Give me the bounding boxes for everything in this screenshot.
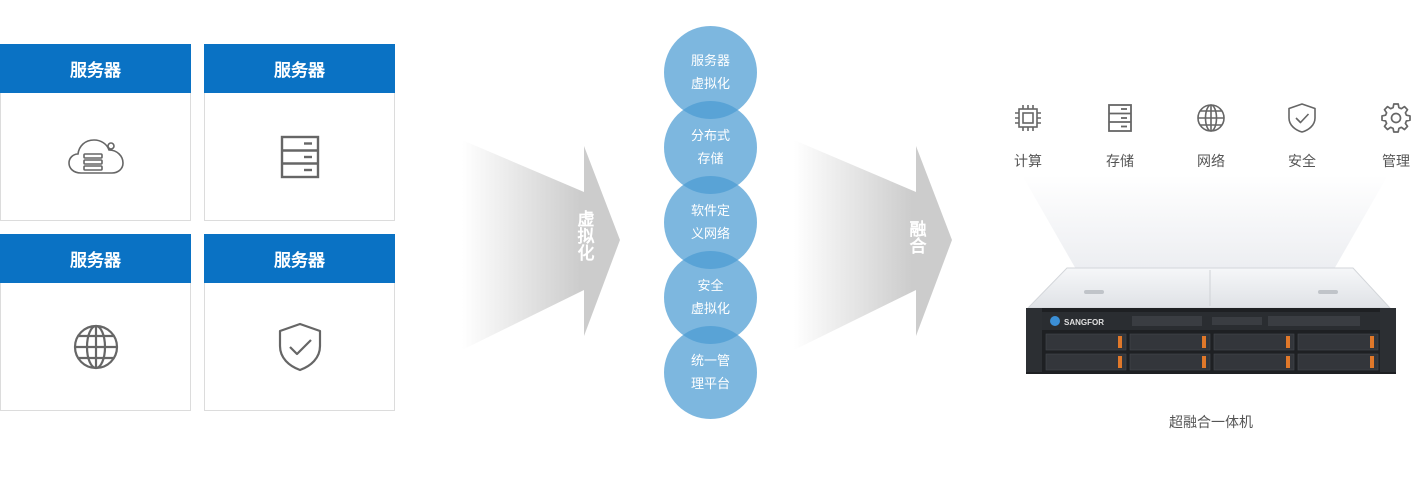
server-card-title: 服务器 bbox=[0, 44, 191, 93]
feature-security: 安全 bbox=[1272, 100, 1332, 171]
label-char: 化 bbox=[577, 244, 595, 264]
label-char: 虚 bbox=[577, 210, 595, 230]
bubble-line: 统一管 bbox=[690, 353, 730, 369]
globe-icon bbox=[1197, 104, 1225, 132]
bubble-line: 义网络 bbox=[690, 226, 730, 242]
feature-compute: 计算 bbox=[998, 100, 1058, 171]
product-label: 超融合一体机 bbox=[1169, 415, 1253, 431]
bubble-line: 安全 bbox=[697, 278, 724, 294]
feature-management: 管理 bbox=[1366, 100, 1420, 171]
shield-check-icon bbox=[278, 322, 321, 372]
bubble-line: 服务器 bbox=[690, 53, 730, 69]
server-card-title: 服务器 bbox=[204, 44, 395, 93]
server-card-2: 服务器 bbox=[204, 44, 395, 221]
server-rack-icon bbox=[280, 135, 319, 179]
bubble-line: 存储 bbox=[697, 151, 724, 167]
feature-label: 网络 bbox=[1197, 154, 1225, 170]
virtualization-label: 虚 拟 化 bbox=[576, 212, 596, 263]
virtualization-arrow bbox=[462, 140, 620, 350]
light-beam bbox=[1022, 175, 1388, 285]
server-card-3: 服务器 bbox=[0, 234, 191, 411]
bubble-line: 理平台 bbox=[690, 376, 730, 392]
bubble-unified-management: 统一管 理平台 bbox=[664, 326, 757, 419]
gear-icon bbox=[1381, 103, 1411, 133]
shield-check-icon bbox=[1288, 103, 1316, 133]
label-char: 拟 bbox=[577, 227, 595, 247]
feature-network: 网络 bbox=[1181, 100, 1241, 171]
feature-label: 计算 bbox=[1014, 154, 1042, 170]
storage-icon bbox=[1108, 104, 1132, 132]
bubble-line: 软件定 bbox=[690, 203, 730, 219]
cloud-server-icon bbox=[67, 139, 124, 174]
hyperconverged-appliance: SANGFOR bbox=[1026, 267, 1396, 374]
feature-label: 安全 bbox=[1288, 154, 1316, 170]
bubble-line: 虚拟化 bbox=[690, 76, 730, 92]
bubble-line: 分布式 bbox=[690, 128, 730, 144]
label-char: 融 bbox=[909, 220, 927, 240]
feature-label: 管理 bbox=[1382, 154, 1410, 170]
server-card-title: 服务器 bbox=[204, 234, 395, 283]
server-card-4: 服务器 bbox=[204, 234, 395, 411]
bubble-line: 虚拟化 bbox=[690, 301, 730, 317]
server-card-1: 服务器 bbox=[0, 44, 191, 221]
server-card-title: 服务器 bbox=[0, 234, 191, 283]
feature-label: 存储 bbox=[1106, 154, 1134, 170]
globe-icon bbox=[73, 324, 118, 370]
fusion-arrow bbox=[794, 140, 952, 350]
brand-logo-text: SANGFOR bbox=[1064, 318, 1104, 327]
label-char: 合 bbox=[909, 237, 927, 257]
feature-storage: 存储 bbox=[1090, 100, 1150, 171]
fusion-label: 融 合 bbox=[908, 222, 928, 256]
cpu-chip-icon bbox=[1015, 105, 1041, 131]
